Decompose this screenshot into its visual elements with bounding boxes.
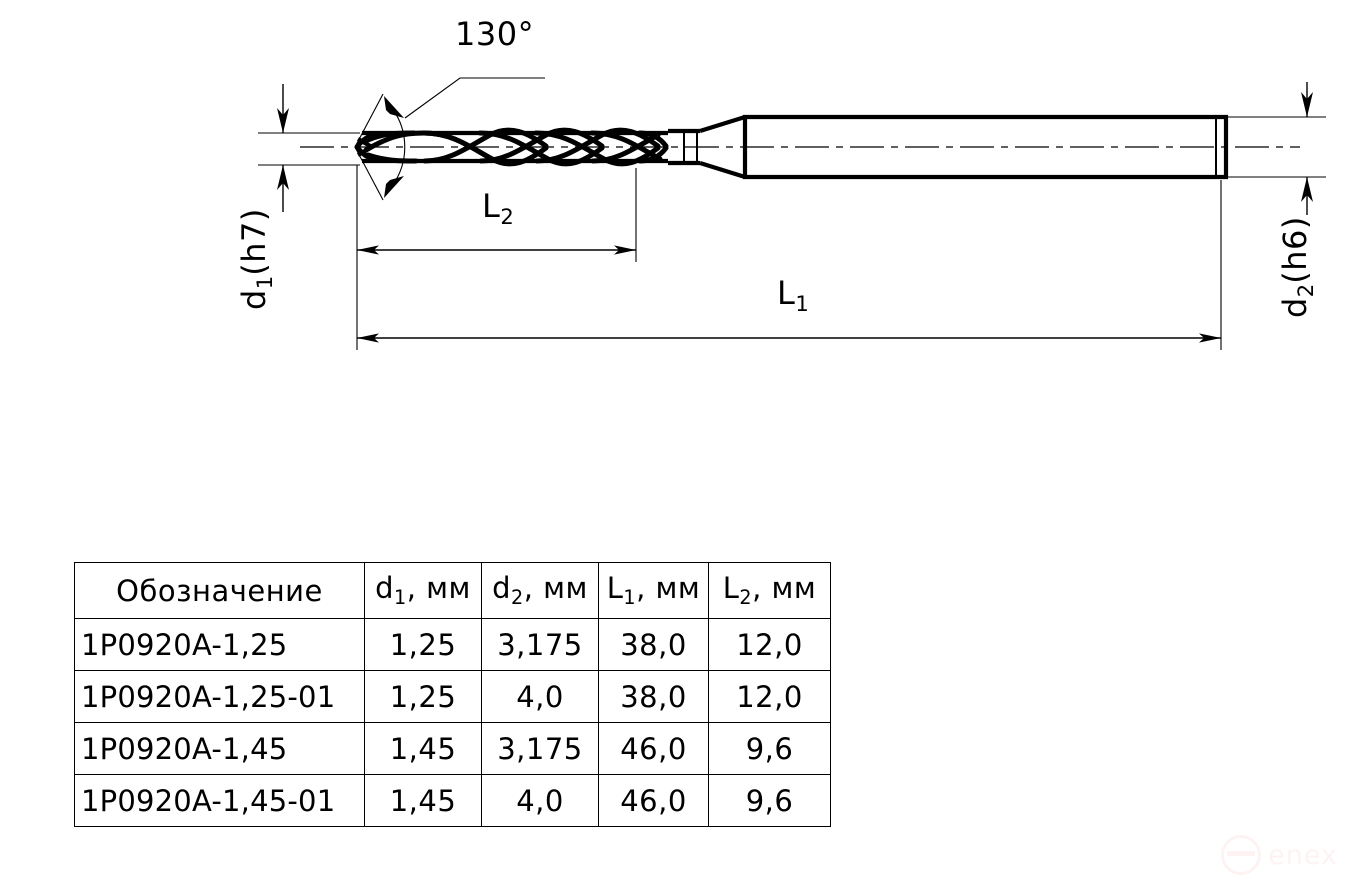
cell-l2: 9,6 bbox=[708, 722, 831, 775]
l2-subscript: 2 bbox=[500, 203, 514, 229]
cell-d1: 1,25 bbox=[364, 618, 482, 671]
dimension-l1-label: L1 bbox=[777, 277, 809, 314]
d2-tolerance: (h6) bbox=[1276, 216, 1314, 284]
specification-table: Обозначение d1, мм d2, мм L1, мм L2, мм … bbox=[74, 562, 831, 827]
table-header-row: Обозначение d1, мм d2, мм L1, мм L2, мм bbox=[74, 562, 831, 619]
header-l1: L1, мм bbox=[598, 562, 709, 619]
header-d1-unit: , мм bbox=[406, 571, 471, 606]
cell-d1: 1,45 bbox=[364, 722, 482, 775]
header-d2-letter: d bbox=[492, 571, 512, 606]
d1-letter: d bbox=[235, 289, 273, 310]
cell-designation: 1P0920A-1,25-01 bbox=[74, 670, 365, 723]
dimension-l1 bbox=[356, 180, 1222, 350]
dimension-d1 bbox=[258, 84, 360, 212]
table-row: 1P0920A-1,25-01 1,25 4,0 38,0 12,0 bbox=[74, 670, 831, 723]
cell-d2: 3,175 bbox=[481, 722, 599, 775]
dimension-d2 bbox=[1226, 82, 1326, 215]
cell-d2: 4,0 bbox=[481, 670, 599, 723]
d1-subscript: 1 bbox=[251, 275, 277, 290]
point-angle-label: 130° bbox=[455, 15, 535, 53]
table-row: 1P0920A-1,25 1,25 3,175 38,0 12,0 bbox=[74, 618, 831, 671]
header-d1-sub: 1 bbox=[394, 586, 407, 610]
dimension-l2-label: L2 bbox=[482, 190, 514, 227]
l2-letter: L bbox=[482, 187, 501, 225]
header-l1-letter: L bbox=[606, 571, 624, 606]
header-d1: d1, мм bbox=[364, 562, 482, 619]
table-row: 1P0920A-1,45-01 1,45 4,0 46,0 9,6 bbox=[74, 774, 831, 827]
d2-letter: d bbox=[1276, 297, 1314, 318]
d1-tolerance: (h7) bbox=[235, 208, 273, 276]
header-l2-sub: 2 bbox=[739, 586, 753, 610]
cell-l2: 9,6 bbox=[708, 774, 831, 827]
tool-neck-taper bbox=[668, 114, 746, 180]
header-d2-unit: , мм bbox=[523, 571, 588, 606]
cell-designation: 1P0920A-1,45 bbox=[74, 722, 365, 775]
table-row: 1P0920A-1,45 1,45 3,175 46,0 9,6 bbox=[74, 722, 831, 775]
l1-letter: L bbox=[777, 274, 796, 312]
cell-l1: 38,0 bbox=[598, 618, 709, 671]
cell-d2: 4,0 bbox=[481, 774, 599, 827]
cell-l2: 12,0 bbox=[708, 618, 831, 671]
header-l1-unit: , мм bbox=[636, 571, 701, 606]
header-l2-letter: L bbox=[722, 571, 740, 606]
cell-d2: 3,175 bbox=[481, 618, 599, 671]
cell-designation: 1P0920A-1,45-01 bbox=[74, 774, 365, 827]
header-d2: d2, мм bbox=[481, 562, 599, 619]
tool-flutes bbox=[354, 127, 669, 167]
cell-l1: 46,0 bbox=[598, 722, 709, 775]
header-l2-unit: , мм bbox=[752, 571, 817, 606]
cell-designation: 1P0920A-1,25 bbox=[74, 618, 365, 671]
dimension-l2 bbox=[356, 165, 637, 262]
header-designation: Обозначение bbox=[74, 562, 365, 619]
header-l2: L2, мм bbox=[708, 562, 831, 619]
dimension-d1-label: d1(h7) bbox=[235, 208, 277, 310]
header-d1-letter: d bbox=[375, 571, 395, 606]
d2-subscript: 2 bbox=[1292, 283, 1318, 298]
header-d2-sub: 2 bbox=[511, 586, 524, 610]
header-l1-sub: 1 bbox=[623, 586, 637, 610]
l1-subscript: 1 bbox=[795, 290, 809, 316]
cell-d1: 1,45 bbox=[364, 774, 482, 827]
dimension-d2-label: d2(h6) bbox=[1276, 216, 1318, 318]
point-angle-leader bbox=[354, 77, 545, 201]
cell-l1: 38,0 bbox=[598, 670, 709, 723]
cell-d1: 1,25 bbox=[364, 670, 482, 723]
cell-l2: 12,0 bbox=[708, 670, 831, 723]
cell-l1: 46,0 bbox=[598, 774, 709, 827]
header-designation-text: Обозначение bbox=[116, 573, 323, 608]
